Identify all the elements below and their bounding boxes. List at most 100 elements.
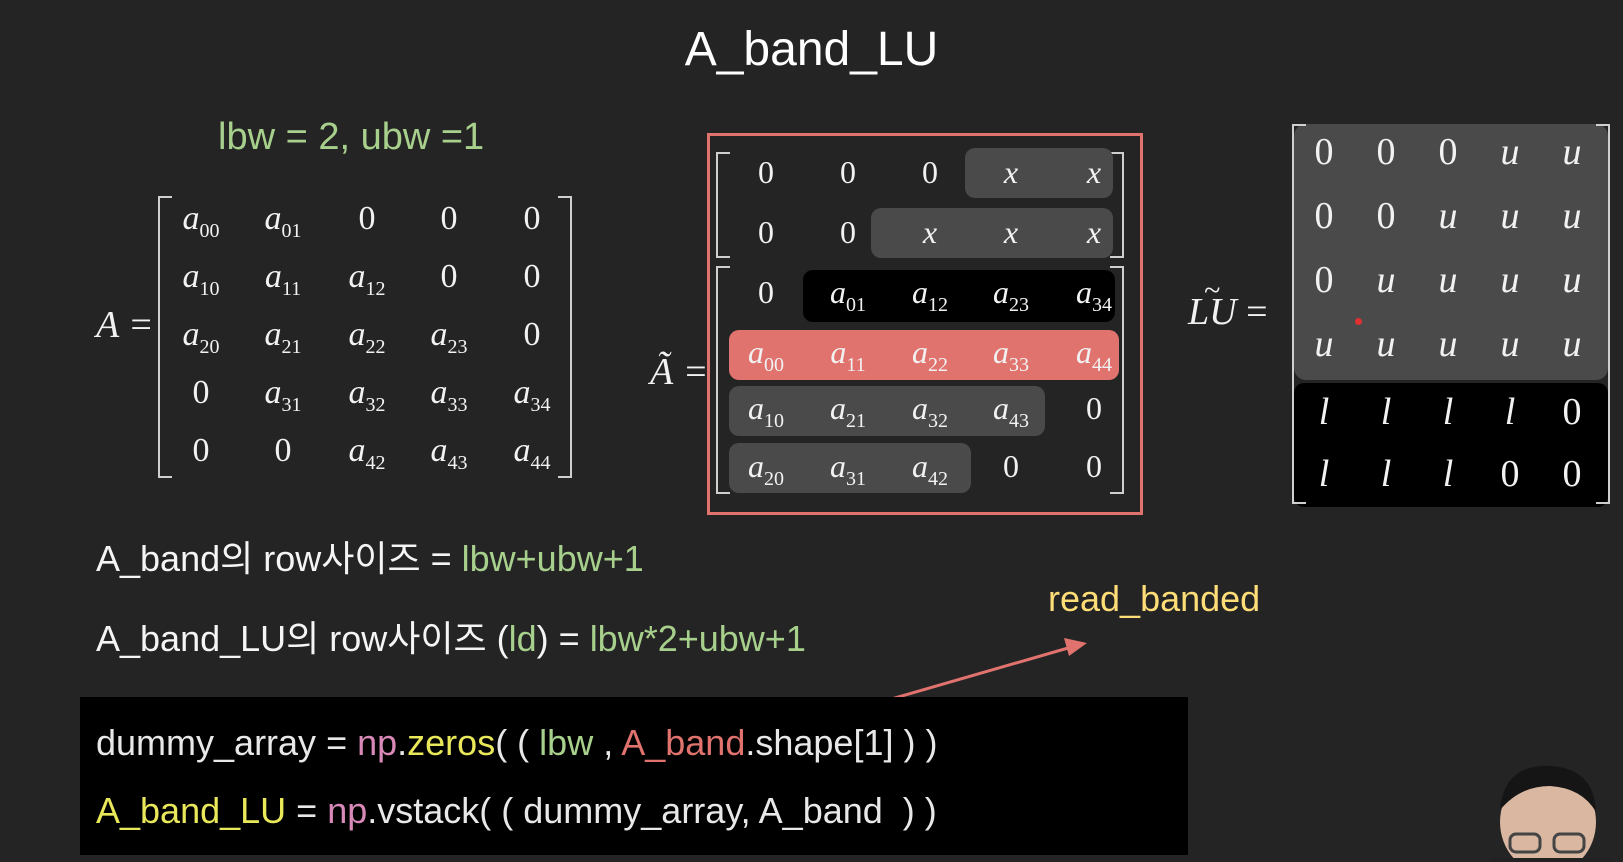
matrix-cell: 0 xyxy=(840,214,856,250)
matrix-cell: u xyxy=(1438,259,1458,301)
formula2-ld: ld xyxy=(508,618,537,659)
matrix-cell: a34 xyxy=(1076,274,1112,316)
code-token: A_band xyxy=(621,722,746,763)
matrix-cell: u xyxy=(1562,259,1582,301)
code-line-1: dummy_array = np.zeros( ( lbw , A_band.s… xyxy=(96,722,937,764)
code-token: zeros xyxy=(407,722,496,763)
matrix-cell: 0 xyxy=(1438,131,1458,173)
formula-band-rows: A_band의 row사이즈 = lbw+ubw+1 xyxy=(96,530,644,582)
matrix-cell: a33 xyxy=(993,334,1029,376)
matrix-cell: a12 xyxy=(912,274,948,316)
matrix-cell: a22 xyxy=(912,334,948,376)
matrix-cell: a32 xyxy=(912,390,948,432)
matrix-cell: a01 xyxy=(830,274,866,316)
lu-lower-panel xyxy=(1294,383,1608,507)
matrix-cell: x xyxy=(1086,214,1102,250)
matrix-cell: a33 xyxy=(430,374,468,416)
matrix-cell: a20 xyxy=(748,448,784,490)
matrix-cell: 0 xyxy=(1086,390,1102,426)
matrix-cell: 0 xyxy=(758,274,774,310)
matrix-cell: 0 xyxy=(274,432,292,469)
matrix-cell: a42 xyxy=(348,432,386,474)
matrix-cell: a22 xyxy=(348,316,386,358)
matrix-cell: a21 xyxy=(830,390,866,432)
presenter-avatar xyxy=(1470,760,1620,862)
matrix-cell: l xyxy=(1318,453,1330,495)
matrix-cell: 0 xyxy=(1003,448,1019,484)
matrix-cell: a12 xyxy=(348,258,386,300)
matrix-cell: a11 xyxy=(830,334,866,376)
code-block xyxy=(80,697,1188,855)
code-token: . xyxy=(397,722,408,763)
matrix-cell: a42 xyxy=(912,448,948,490)
matrix-cell: 0 xyxy=(523,316,541,353)
matrix-cell: 0 xyxy=(1562,391,1582,433)
matrix-cell: x xyxy=(922,214,938,250)
band-params: lbw = 2, ubw =1 xyxy=(218,116,485,158)
formula2-mid: ) = xyxy=(536,618,590,659)
code-token: ( ( xyxy=(495,722,540,763)
matrix-a-tilde-label: Ã = xyxy=(650,351,709,393)
matrix-a-left-bracket xyxy=(158,196,172,478)
lu-upper-panel xyxy=(1294,124,1608,380)
code-token: dummy_array = xyxy=(96,722,358,763)
code-token: A_band_LU xyxy=(96,790,287,831)
matrix-cell: 0 xyxy=(1314,259,1334,301)
code-line-2: A_band_LU = np.vstack( ( dummy_array, A_… xyxy=(96,790,937,832)
matrix-cell: u xyxy=(1314,323,1334,365)
matrix-cell: a34 xyxy=(513,374,551,416)
matrix-cell: l xyxy=(1442,391,1454,433)
matrix-cell: 0 xyxy=(758,154,774,190)
matrix-cell: l xyxy=(1380,391,1392,433)
matrix-cell: a43 xyxy=(993,390,1029,432)
superdiagonal-panel xyxy=(803,270,1115,322)
code-token: .vstack( ( dummy_array, A_band ) ) xyxy=(367,790,937,831)
matrix-cell: a10 xyxy=(182,258,220,300)
matrix-cell: a44 xyxy=(513,432,551,474)
matrix-cell: a23 xyxy=(993,274,1029,316)
matrix-cell: 0 xyxy=(1314,131,1334,173)
matrix-cell: u xyxy=(1438,195,1458,237)
matrix-cell: 0 xyxy=(192,432,210,469)
matrix-cell: x xyxy=(1003,154,1019,190)
matrix-cell: 0 xyxy=(440,200,458,237)
matrix-cell: u xyxy=(1500,131,1520,173)
matrix-cell: 0 xyxy=(840,154,856,190)
matrix-cell: a32 xyxy=(348,374,386,416)
pointer-dot xyxy=(1355,318,1362,325)
matrix-cell: a00 xyxy=(748,334,784,376)
code-token: .shape[1] ) ) xyxy=(745,722,938,763)
matrix-cell: l xyxy=(1504,391,1516,433)
matrix-cell: u xyxy=(1376,323,1396,365)
code-token: lbw xyxy=(539,722,594,763)
x-panel-row1 xyxy=(965,148,1113,198)
lu-label-text: LU xyxy=(1188,291,1237,333)
matrix-cell: u xyxy=(1376,259,1396,301)
matrix-lu-label: ~ LU = xyxy=(1188,274,1268,333)
subdiagonal2-panel xyxy=(729,443,971,493)
matrix-cell: a44 xyxy=(1076,334,1112,376)
matrix-cell: a01 xyxy=(264,200,302,242)
matrix-cell: 0 xyxy=(1500,453,1520,495)
dummy-left-bracket xyxy=(716,152,730,258)
matrix-cell: a31 xyxy=(264,374,302,416)
matrix-cell: u xyxy=(1500,195,1520,237)
lu-equals: = xyxy=(1246,291,1268,333)
matrix-cell: u xyxy=(1438,323,1458,365)
band-right-bracket xyxy=(1110,266,1124,494)
matrix-cell: a43 xyxy=(430,432,468,474)
matrix-a-label: A = xyxy=(96,304,154,346)
matrix-cell: u xyxy=(1562,195,1582,237)
lu-left-bracket xyxy=(1292,124,1306,504)
matrix-cell: x xyxy=(1003,214,1019,250)
formula-band-lu-rows: A_band_LU의 row사이즈 (ld) = lbw*2+ubw+1 xyxy=(96,610,806,662)
matrix-cell: u xyxy=(1562,131,1582,173)
matrix-cell: l xyxy=(1442,453,1454,495)
matrix-cell: 0 xyxy=(523,200,541,237)
matrix-cell: 0 xyxy=(1314,195,1334,237)
matrix-cell: 0 xyxy=(1562,453,1582,495)
code-token: = xyxy=(286,790,328,831)
formula1-text: A_band의 row사이즈 = xyxy=(96,538,462,579)
matrix-cell: 0 xyxy=(758,214,774,250)
matrix-cell: 0 xyxy=(1376,131,1396,173)
